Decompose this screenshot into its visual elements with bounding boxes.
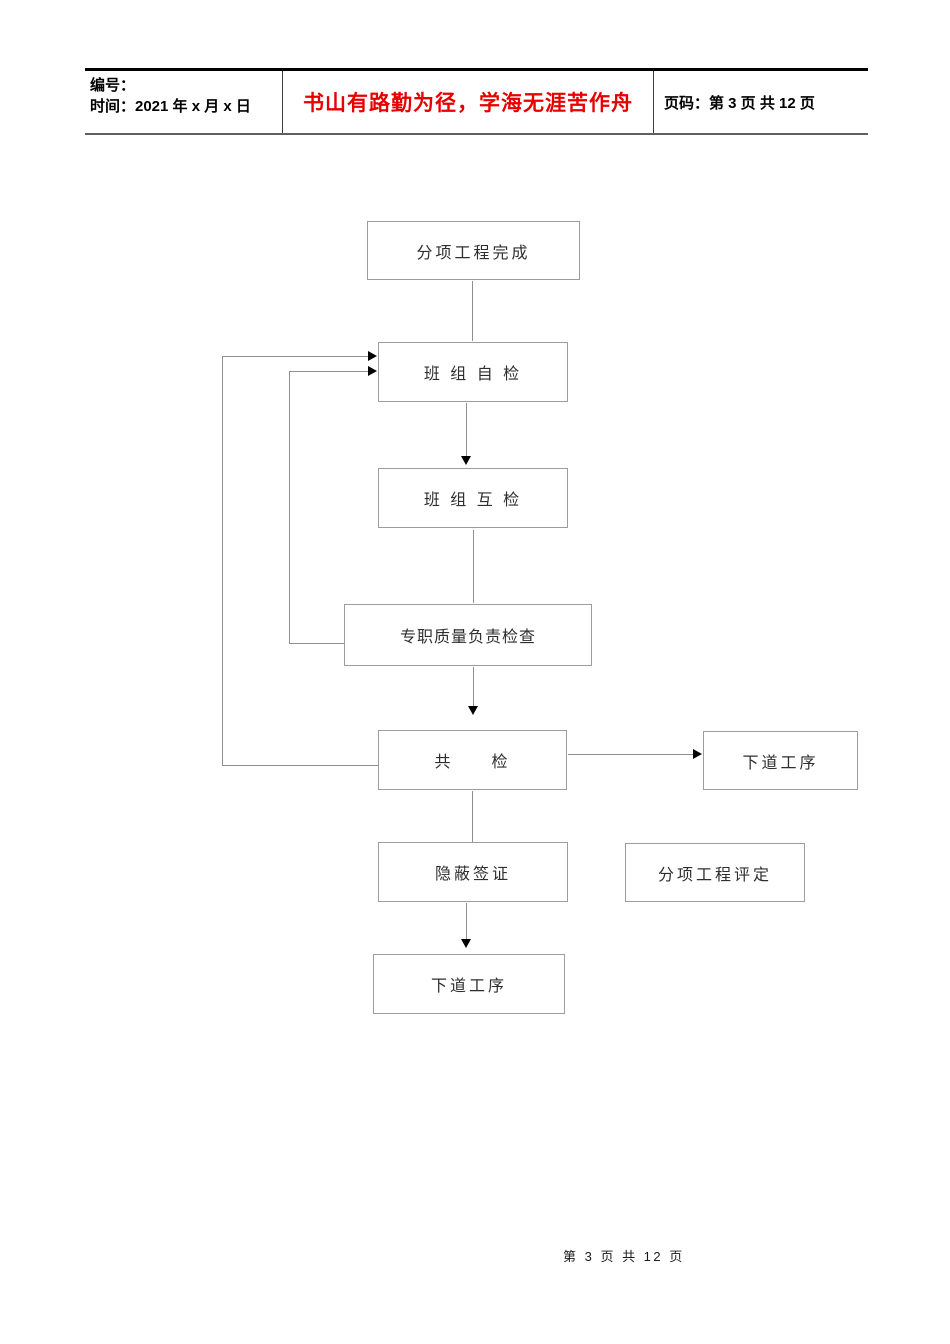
feedback-inner-top-line <box>289 371 368 372</box>
flow-node-team-mutual-check: 班 组 互 检 <box>378 468 568 528</box>
flow-node-subproject-complete: 分项工程完成 <box>367 221 580 280</box>
feedback-outer-top-line <box>222 356 368 357</box>
header-cell-code-time: 编号： 时间：2021 年 x 月 x 日 <box>85 71 282 133</box>
arrowhead-right-icon <box>368 351 377 361</box>
time-label: 时间：2021 年 x 月 x 日 <box>90 98 251 115</box>
feedback-outer-vertical-line <box>222 356 223 766</box>
feedback-outer-bottom-line <box>222 765 378 766</box>
edge-complete-selfcheck-line <box>472 281 473 341</box>
motto-text: 书山有路勤为径，学海无涯苦作舟 <box>303 92 633 115</box>
flow-node-next-process-right: 下道工序 <box>703 731 858 790</box>
edge-jointcheck-nextright-line <box>568 754 693 755</box>
arrowhead-right-icon <box>368 366 377 376</box>
edge-jointcheck-hiddensign-line <box>472 791 473 842</box>
flow-node-joint-check: 共 检 <box>378 730 567 790</box>
edge-hiddensign-nextbottom-line <box>466 903 467 939</box>
header-table: 编号： 时间：2021 年 x 月 x 日 书山有路勤为径，学海无涯苦作舟 页码… <box>85 68 868 135</box>
flow-node-team-self-check: 班 组 自 检 <box>378 342 568 402</box>
arrowhead-down-icon <box>461 939 471 948</box>
flow-node-quality-officer-check: 专职质量负责检查 <box>344 604 592 666</box>
feedback-inner-vertical-line <box>289 371 290 644</box>
edge-mutualcheck-officer-line <box>473 530 474 603</box>
header-cell-motto: 书山有路勤为径，学海无涯苦作舟 <box>282 71 653 133</box>
flow-node-next-process-bottom: 下道工序 <box>373 954 565 1014</box>
page-label: 页码：第 3 页 共 12 页 <box>664 94 815 112</box>
edge-selfcheck-mutualcheck-line <box>466 403 467 456</box>
edge-officer-jointcheck-line <box>473 667 474 706</box>
feedback-inner-bottom-line <box>289 643 344 644</box>
flow-node-hidden-work-sign: 隐蔽签证 <box>378 842 568 902</box>
flow-node-subproject-evaluation: 分项工程评定 <box>625 843 805 902</box>
code-label: 编号： <box>90 77 136 94</box>
arrowhead-down-icon <box>468 706 478 715</box>
arrowhead-right-icon <box>693 749 702 759</box>
header-cell-page: 页码：第 3 页 共 12 页 <box>653 71 868 133</box>
arrowhead-down-icon <box>461 456 471 465</box>
footer-page-number: 第 3 页 共 12 页 <box>563 1249 685 1264</box>
